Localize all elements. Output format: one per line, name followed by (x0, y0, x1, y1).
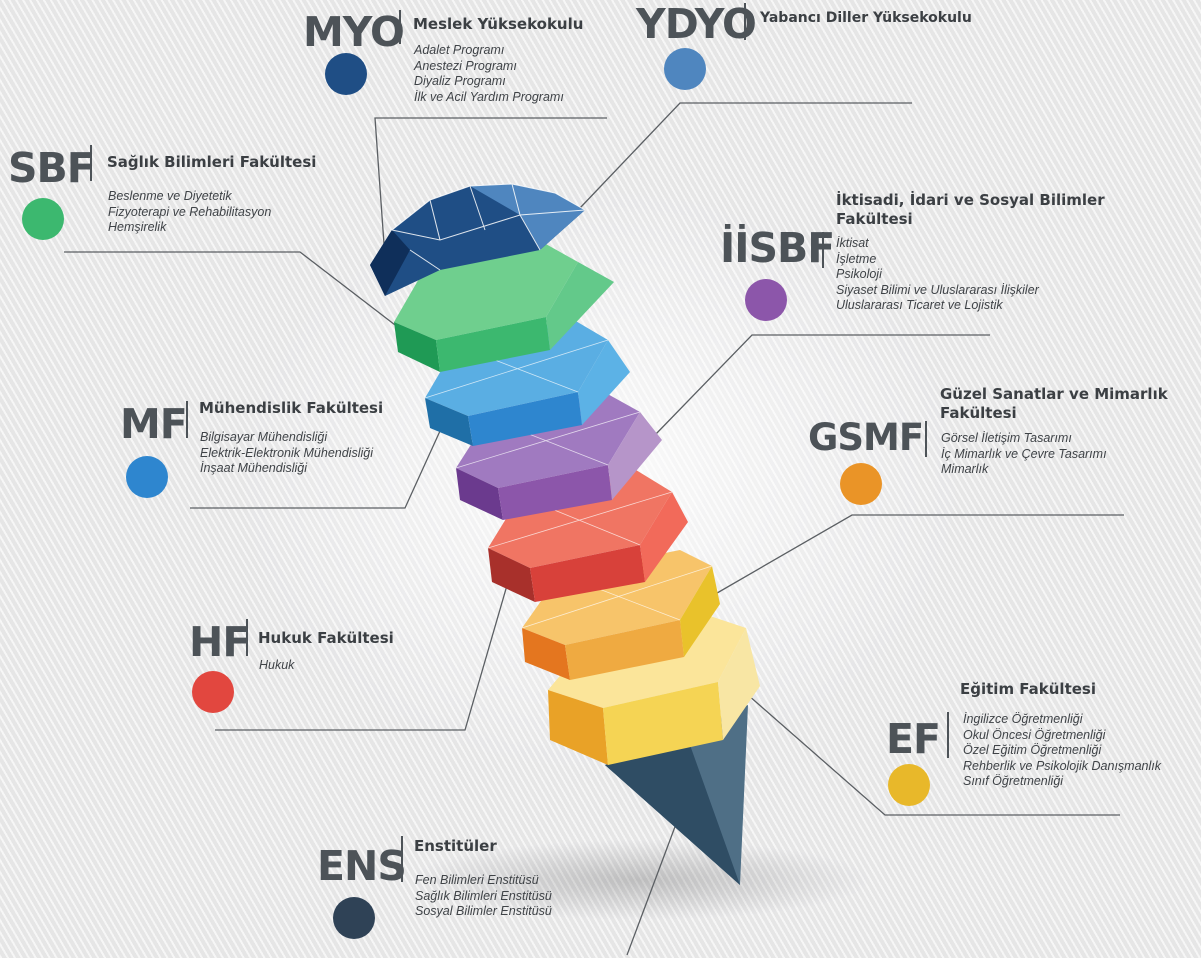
program-item: Hukuk (259, 658, 295, 672)
unit-title-line: Mühendislik Fakültesi (199, 399, 384, 417)
unit-title: Enstitüler (414, 837, 497, 856)
unit-color-dot (22, 198, 64, 240)
unit-title-line: Eğitim Fakültesi (960, 680, 1096, 698)
program-item: Diyaliz Programı (414, 74, 506, 88)
program-list: İngilizce Öğretmenliği Okul Öncesi Öğret… (963, 712, 1161, 790)
program-item: Uluslararası Ticaret ve Lojistik (836, 298, 1003, 312)
unit-title: Meslek Yüksekokulu (413, 15, 583, 34)
program-item: Sınıf Öğretmenliği (963, 774, 1064, 788)
program-list: Görsel İletişim Tasarımı İç Mimarlık ve … (941, 431, 1107, 478)
program-item: İlk ve Acil Yardım Programı (414, 89, 564, 104)
program-item: Rehberlik ve Psikolojik Danışmanlık (963, 758, 1161, 773)
program-list: İktisat İşletme Psikoloji Siyaset Bilimi… (836, 236, 1039, 314)
program-list: Bilgisayar Mühendisliği Elektrik-Elektro… (200, 430, 373, 477)
unit-title: Güzel Sanatlar ve Mimarlık Fakültesi (940, 385, 1168, 423)
program-item: Bilgisayar Mühendisliği (200, 430, 328, 444)
program-item: Hemşirelik (108, 220, 167, 234)
program-list: Fen Bilimleri Enstitüsü Sağlık Bilimleri… (415, 873, 552, 920)
slab-navy-cap (370, 183, 586, 296)
unit-color-dot (840, 463, 882, 505)
connector-mf (190, 419, 446, 509)
program-item: Fizyoterapi ve Rehabilitasyon (108, 204, 272, 219)
unit-title-line: Fakültesi (940, 404, 1017, 422)
program-item: İşletme (836, 251, 877, 266)
unit-title: Yabancı Diller Yüksekokulu (760, 9, 972, 28)
divider (401, 836, 403, 882)
unit-color-dot (888, 764, 930, 806)
connector-hf (215, 574, 511, 731)
program-list: Beslenme ve Diyetetik Fizyoterapi ve Reh… (108, 189, 271, 236)
unit-title-line: Güzel Sanatlar ve Mimarlık (940, 385, 1168, 403)
program-item: İnşaat Mühendisliği (200, 461, 308, 475)
program-item: Görsel İletişim Tasarımı (941, 431, 1072, 445)
unit-color-dot (333, 897, 375, 939)
unit-color-dot (745, 279, 787, 321)
unit-title: İktisadi, İdari ve Sosyal Bilimler Fakül… (836, 191, 1105, 229)
unit-title-line: İktisadi, İdari ve Sosyal Bilimler (836, 191, 1105, 209)
divider (246, 619, 248, 656)
divider (925, 421, 927, 457)
program-item: Sosyal Bilimler Enstitüsü (415, 904, 552, 918)
divider (822, 232, 824, 268)
program-item: Siyaset Bilimi ve Uluslararası İlişkiler (836, 282, 1039, 297)
connector-ydyo (579, 102, 912, 209)
program-item: Adalet Programı (414, 43, 505, 57)
program-item: Beslenme ve Diyetetik (108, 189, 232, 203)
program-item: Mimarlık (941, 462, 989, 476)
divider (186, 401, 188, 438)
unit-title-line: Yabancı Diller Yüksekokulu (760, 10, 972, 26)
connector-myo (374, 117, 607, 259)
program-item: İngilizce Öğretmenliği (963, 712, 1083, 726)
unit-abbr: İİSBF (720, 224, 835, 272)
unit-color-dot (664, 48, 706, 90)
unit-color-dot (192, 671, 234, 713)
unit-title: Eğitim Fakültesi (960, 680, 1096, 699)
unit-title-line: Fakültesi (836, 210, 913, 228)
unit-abbr: EF (886, 715, 941, 763)
divider (90, 145, 92, 181)
unit-abbr: MYO (303, 8, 405, 56)
unit-title: Hukuk Fakültesi (258, 629, 394, 648)
program-item: Sağlık Bilimleri Enstitüsü (415, 888, 552, 903)
unit-title: Mühendislik Fakültesi (199, 399, 383, 418)
program-item: Psikoloji (836, 267, 882, 281)
unit-abbr: YDYO (636, 0, 757, 48)
program-item: Elektrik-Elektronik Mühendisliği (200, 445, 373, 460)
unit-abbr: ENS (317, 842, 407, 890)
program-list: Hukuk (259, 658, 294, 674)
program-item: Anestezi Programı (414, 58, 517, 73)
program-item: İç Mimarlık ve Çevre Tasarımı (941, 446, 1107, 461)
unit-color-dot (126, 456, 168, 498)
unit-abbr: HF (189, 618, 250, 666)
unit-title-line: Meslek Yüksekokulu (413, 15, 584, 33)
unit-title-line: Sağlık Bilimleri Fakültesi (107, 153, 317, 171)
program-item: Özel Eğitim Öğretmenliği (963, 743, 1102, 757)
program-list: Adalet Programı Anestezi Programı Diyali… (414, 43, 564, 105)
unit-title: Sağlık Bilimleri Fakültesi (107, 153, 316, 172)
program-item: Okul Öncesi Öğretmenliği (963, 727, 1106, 742)
unit-title-line: Enstitüler (414, 837, 497, 855)
connector-iisbf (654, 334, 990, 436)
divider (399, 10, 401, 44)
divider (947, 712, 949, 758)
connector-gsmf (704, 514, 1124, 601)
unit-abbr: SBF (8, 144, 95, 192)
unit-color-dot (325, 53, 367, 95)
unit-title-line: Hukuk Fakültesi (258, 629, 394, 647)
connector-ef (739, 687, 1120, 816)
program-item: İktisat (836, 236, 869, 250)
unit-abbr: GSMF (808, 416, 924, 459)
program-item: Fen Bilimleri Enstitüsü (415, 873, 539, 887)
unit-abbr: MF (120, 400, 188, 448)
divider (744, 3, 746, 40)
connector-sbf (64, 251, 413, 339)
